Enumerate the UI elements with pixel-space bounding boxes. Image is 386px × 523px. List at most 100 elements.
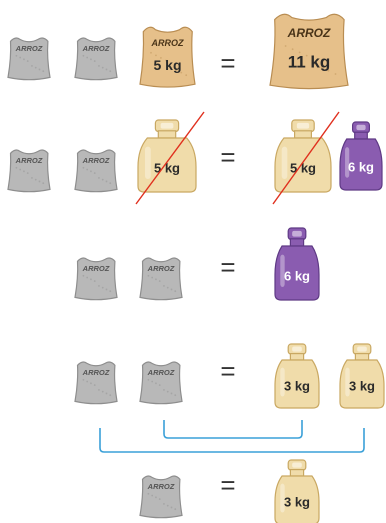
bag-label-text: ARROZ — [147, 264, 175, 273]
bag-texture — [334, 73, 337, 75]
bracket-inner — [163, 420, 303, 439]
weight-label-text: 3 kg — [349, 379, 375, 394]
bag-texture — [158, 384, 161, 386]
bag-texture — [155, 54, 157, 57]
bag-texture — [158, 280, 161, 282]
bag-texture — [42, 70, 45, 73]
rice-bag-icon: ARROZ — [7, 149, 51, 193]
bag-texture — [109, 182, 112, 185]
bag-label-text: ARROZ — [151, 38, 184, 48]
bag-texture — [31, 177, 33, 179]
bag-texture — [327, 69, 330, 72]
weight-neck — [289, 469, 305, 477]
bag-texture — [34, 66, 37, 69]
bag-texture — [109, 70, 112, 73]
bag-texture — [82, 166, 85, 169]
bag-body — [74, 257, 118, 301]
cross-out-line — [135, 111, 205, 205]
rice-bag-icon: ARROZ — [74, 37, 118, 81]
bag-body — [139, 26, 196, 88]
bag-texture — [98, 177, 100, 179]
bag-texture — [291, 48, 294, 51]
weight-handle-hole — [357, 346, 367, 352]
weight-body — [274, 137, 332, 193]
weight-handle-hole — [292, 346, 302, 352]
bag-texture — [180, 71, 183, 74]
weight-highlight — [144, 146, 151, 180]
bag-texture — [42, 182, 45, 185]
bag-texture — [90, 278, 92, 281]
equals-sign: = — [220, 356, 235, 386]
bag-texture — [164, 59, 167, 62]
bag-label-text: ARROZ — [82, 44, 110, 53]
weight-label-text: 6 kg — [348, 160, 374, 175]
bag-label-text: ARROZ — [82, 264, 110, 273]
weight-body — [339, 138, 383, 191]
bag-texture — [151, 494, 154, 497]
bag-texture — [101, 390, 104, 393]
bag-body — [139, 257, 183, 301]
weight-handle-hole — [160, 122, 174, 129]
bag-texture — [101, 66, 104, 69]
rice-bag-icon: ARROZ — [74, 149, 118, 193]
weight-label-text: 6 kg — [284, 269, 310, 284]
weight-handle-hole — [292, 462, 302, 468]
bag-texture — [109, 290, 112, 293]
bag-texture — [147, 378, 150, 381]
weight-handle-hole — [296, 122, 310, 129]
bag-texture — [86, 380, 89, 383]
bag-texture — [147, 492, 150, 495]
bag-texture — [19, 56, 22, 59]
weight-highlight — [280, 367, 285, 397]
bag-texture — [98, 65, 100, 67]
weight-highlight — [345, 147, 350, 178]
bag-label-text: ARROZ — [82, 368, 110, 377]
rice-bag-icon: ARROZ — [74, 361, 118, 405]
bag-texture — [105, 288, 108, 291]
bag-texture — [155, 496, 157, 499]
bag-texture — [105, 180, 108, 183]
bag-texture — [90, 382, 92, 385]
bag-texture — [147, 274, 150, 277]
kettlebell-weight-icon: 5 kg — [135, 111, 205, 205]
bag-texture — [86, 56, 89, 59]
matching-brackets — [99, 420, 365, 453]
bag-texture — [23, 170, 25, 173]
bag-texture — [38, 68, 41, 71]
bag-texture — [98, 285, 100, 287]
bag-body — [139, 475, 183, 519]
equation-row: ARROZ=3 kg — [139, 459, 320, 523]
bag-texture — [160, 57, 162, 59]
weight-neck — [289, 353, 305, 361]
weight-body — [274, 245, 320, 301]
bracket-outer — [99, 428, 365, 453]
bag-texture — [93, 60, 96, 62]
bag-texture — [185, 74, 188, 77]
bag-texture — [155, 278, 157, 281]
weight-neck — [289, 238, 305, 247]
bag-body — [7, 37, 51, 81]
bag-texture — [93, 280, 96, 282]
bag-texture — [26, 172, 29, 174]
bag-texture — [151, 276, 154, 279]
bag-texture — [166, 390, 169, 393]
weight-handle-hole — [292, 230, 302, 237]
bag-texture — [101, 286, 104, 289]
bag-texture — [98, 389, 100, 391]
bag-label-text: ARROZ — [82, 156, 110, 165]
weight-highlight — [280, 254, 285, 288]
bag-texture — [166, 504, 169, 507]
bag-texture — [151, 380, 154, 383]
bag-label-text: ARROZ — [147, 482, 175, 491]
bag-texture — [170, 66, 173, 69]
cross-out-line — [272, 111, 340, 205]
bag-texture — [34, 178, 37, 181]
weight-body — [274, 359, 320, 409]
bag-texture — [163, 285, 165, 287]
bag-texture — [174, 508, 177, 511]
bag-texture — [150, 51, 152, 54]
bag-body — [7, 149, 51, 193]
